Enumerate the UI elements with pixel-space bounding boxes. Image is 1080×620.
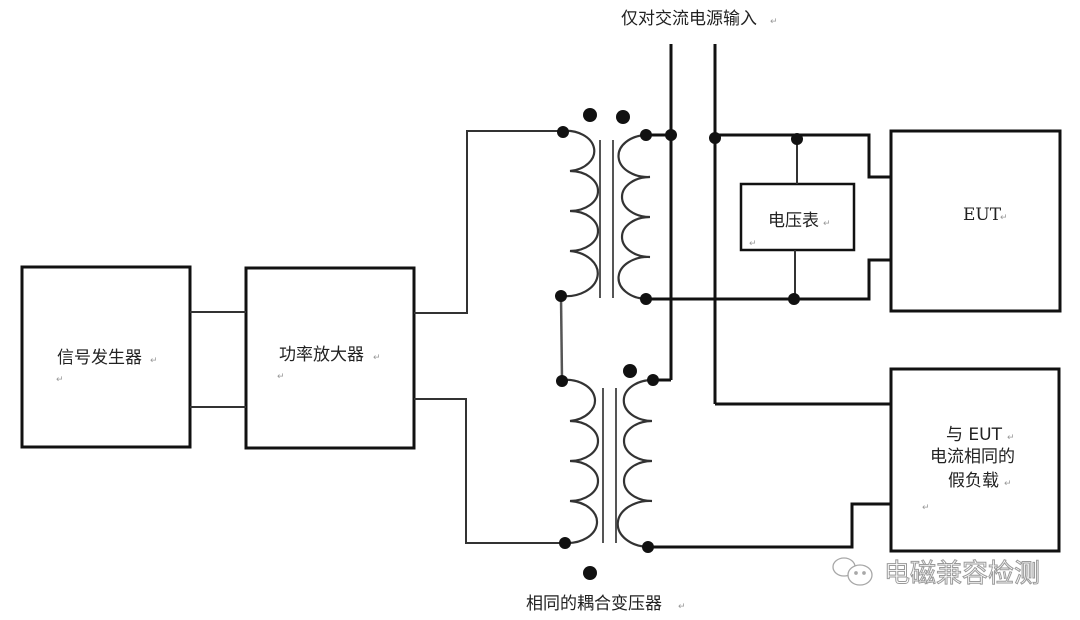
junction-dots [555,108,803,580]
eut-label: EUT [963,205,1002,225]
paragraph-mark: ↵ [749,239,757,249]
polarity-dot [583,566,597,580]
lower-secondary-winding [616,378,654,549]
dummy-load-label-line3: 假负载 [948,471,999,491]
junction-dot [788,293,800,305]
ac-power-wires [646,44,891,549]
lower-primary-winding [561,378,600,545]
wechat-icon [832,557,873,586]
terminal-dot [647,374,659,386]
power-amplifier-block [244,266,416,450]
junction-dot [791,133,803,145]
paragraph-mark: ↵ [823,219,831,229]
terminal-dot [640,129,652,141]
coupling-transformer-label: 相同的耦合变压器 [526,594,662,614]
paragraph-mark: ↵ [1000,213,1008,223]
paragraph-mark: ↵ [1007,433,1015,443]
paragraph-mark: ↵ [922,503,930,513]
upper-primary-winding [561,129,600,298]
terminal-dot [555,290,567,302]
paragraph-mark: ↵ [678,602,686,612]
eut-block [889,129,1062,313]
upper-secondary-winding [617,133,651,301]
terminal-dot [557,126,569,138]
paragraph-mark: ↵ [770,17,778,27]
watermark-text: 电磁兼容检测 [884,559,1040,589]
terminal-dot [642,541,654,553]
paragraph-mark: ↵ [56,375,64,385]
amplifier-to-primary-wires [414,130,565,544]
junction-dot [709,132,721,144]
junction-dot [665,129,677,141]
signal-generator-label: 信号发生器 [57,348,142,368]
dummy-load-block [889,367,1061,553]
ac-input-label: 仅对交流电源输入 [621,9,757,29]
primary-series-link [559,295,564,381]
paragraph-mark: ↵ [1004,479,1012,489]
signal-generator-block [20,265,192,449]
paragraph-mark: ↵ [150,356,158,366]
dummy-load-label-line1: 与 EUT [946,425,1003,445]
generator-to-amplifier-wires [190,311,246,408]
paragraph-mark: ↵ [277,372,285,382]
polarity-dot [616,110,630,124]
dummy-load-label-line2: 电流相同的 [930,447,1015,467]
polarity-dot [583,108,597,122]
power-amplifier-label: 功率放大器 [279,345,364,365]
paragraph-mark: ↵ [373,353,381,363]
terminal-dot [556,375,568,387]
terminal-dot [559,537,571,549]
terminal-dot [640,293,652,305]
voltmeter-label: 电压表 [768,211,819,231]
polarity-dot [623,364,637,378]
